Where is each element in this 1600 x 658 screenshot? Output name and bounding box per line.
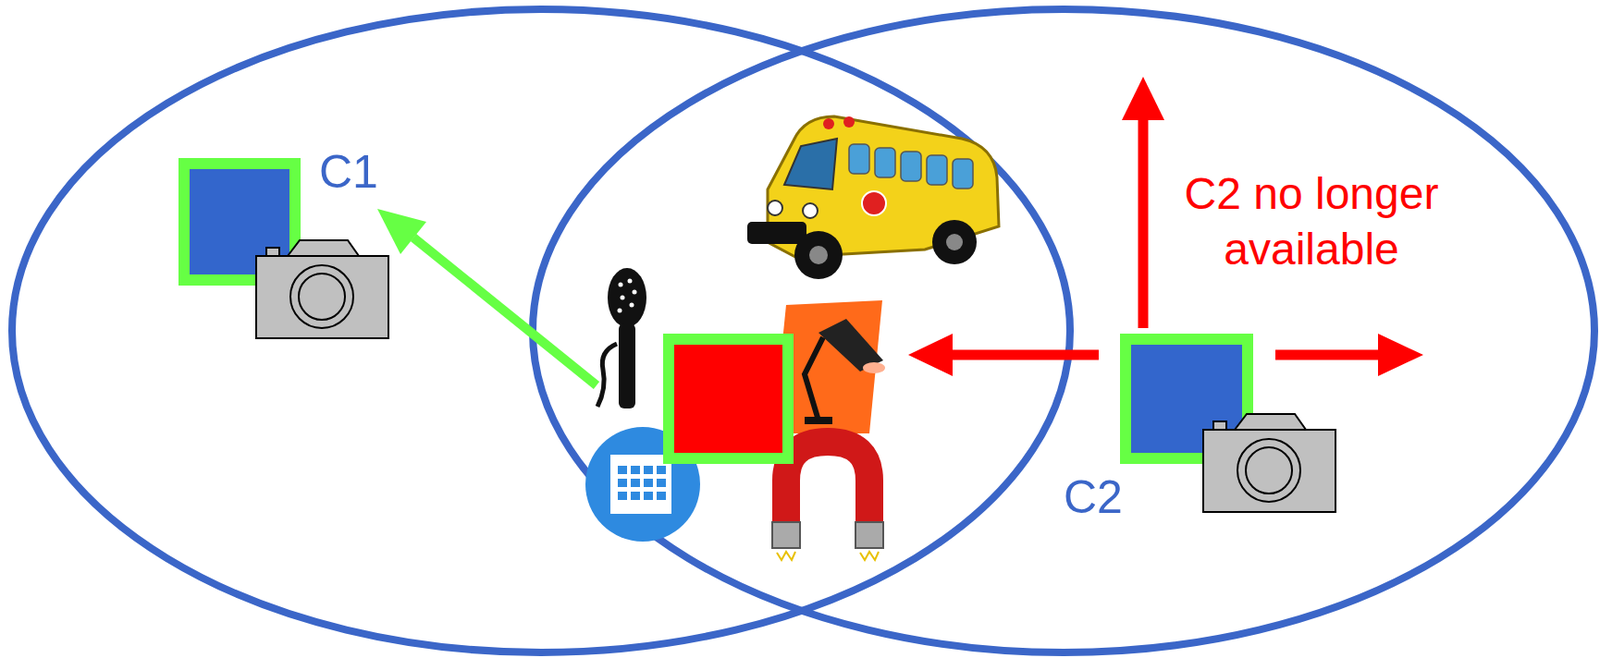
node-label: C1 <box>319 148 379 196</box>
microphone-icon <box>597 268 647 409</box>
camera-icon <box>256 240 389 339</box>
status-note: C2 no longer available <box>1172 166 1451 278</box>
camera-node: C2 <box>1120 333 1254 465</box>
camera-node: C1 <box>178 158 301 286</box>
bus-icon <box>747 116 999 280</box>
red-square <box>668 339 788 459</box>
right-region <box>532 9 1595 653</box>
left-region <box>12 9 1071 653</box>
green-arrow <box>377 209 597 386</box>
node-label: C2 <box>1063 474 1123 521</box>
camera-icon <box>1203 414 1336 513</box>
